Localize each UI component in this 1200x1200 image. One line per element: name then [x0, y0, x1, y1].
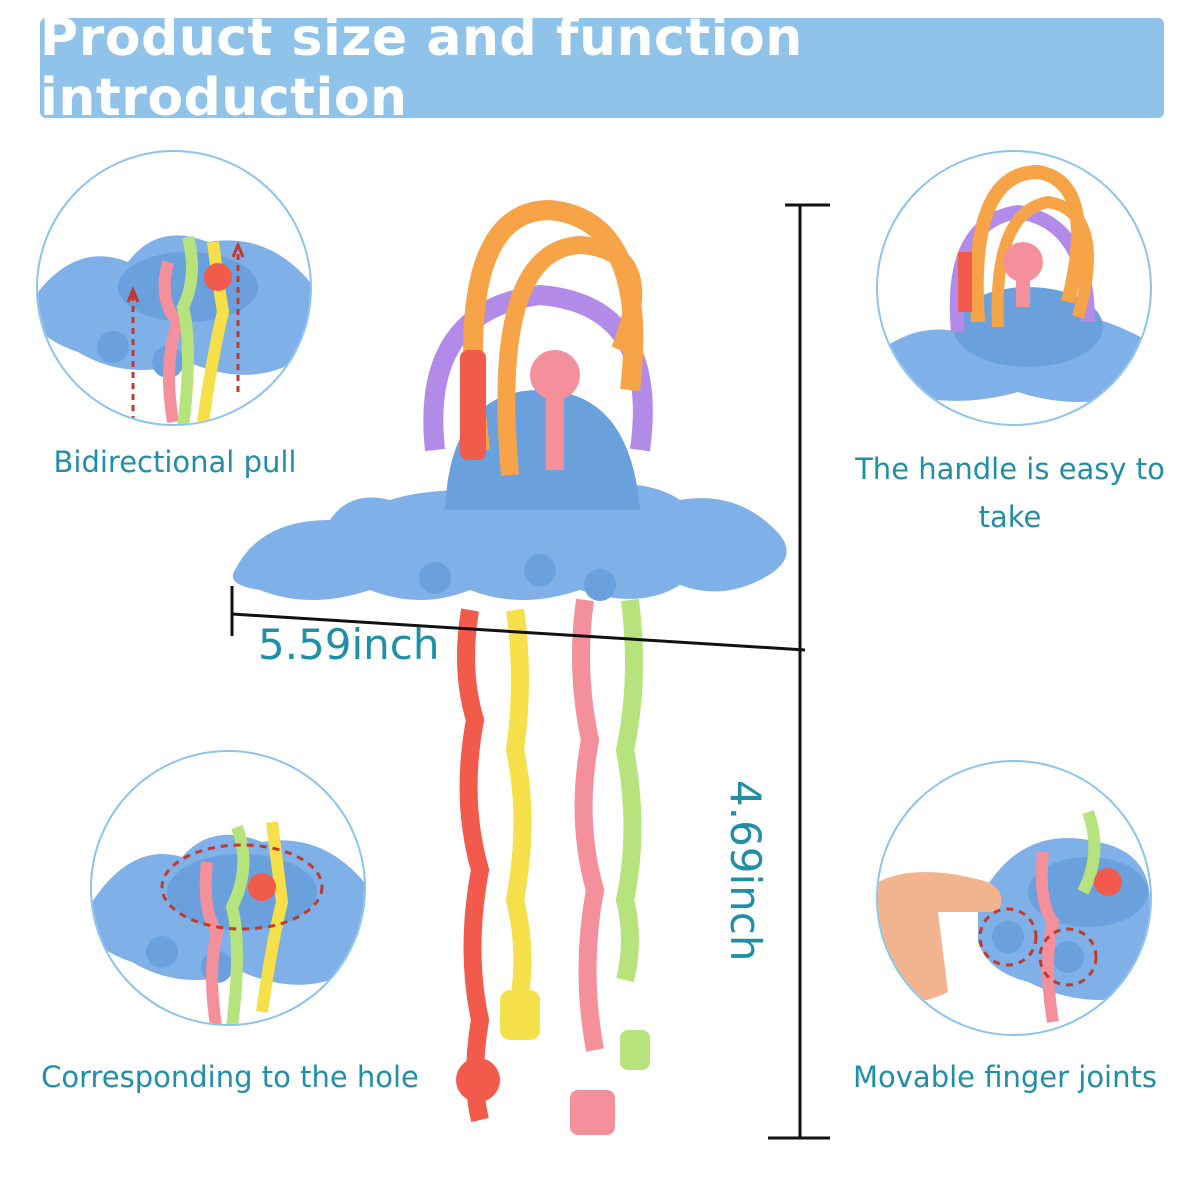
- width-dimension-label: 5.59inch: [258, 620, 440, 669]
- feature-caption-handle: The handle is easy to take: [855, 452, 1165, 534]
- feature-image-handle: [876, 150, 1152, 426]
- feature-caption-finger-joints: Movable finger joints: [853, 1060, 1157, 1094]
- page-title: Product size and function introduction: [40, 8, 803, 128]
- height-dimension-label: 4.69inch: [721, 780, 770, 962]
- main-product-image: [220, 190, 820, 1160]
- feature-image-bidirectional-pull: [36, 150, 312, 426]
- title-banner: Product size and function introduction: [40, 8, 1164, 128]
- feature-image-hole: [90, 750, 366, 1026]
- feature-image-finger-joints: [876, 760, 1152, 1036]
- feature-caption-bidirectional-pull: Bidirectional pull: [53, 445, 297, 479]
- dashed-circle-icon: [160, 843, 324, 931]
- feature-caption-hole: Corresponding to the hole: [41, 1060, 419, 1094]
